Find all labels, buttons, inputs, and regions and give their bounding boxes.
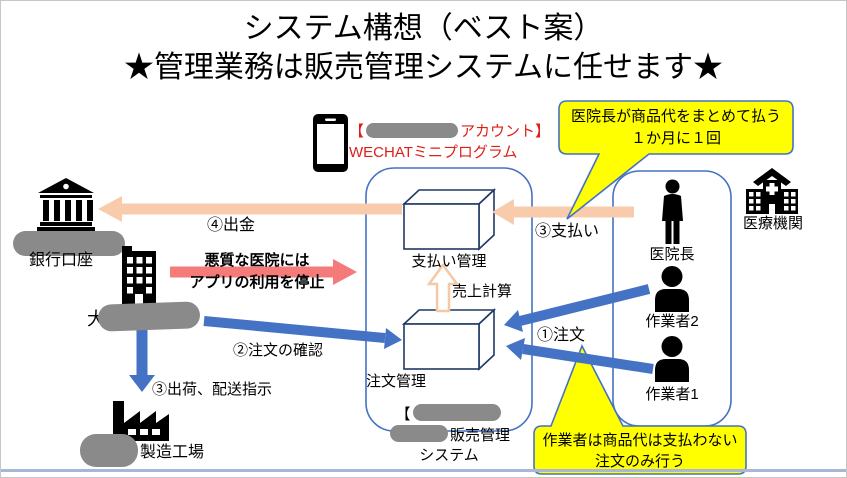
person-bust-icon [655,336,689,382]
hospital-label: 医療機関 [742,215,803,232]
wechat-note-line1: 【 アカウント】 [349,121,550,142]
callout-top-line1: 医院長が商品代をまとめて払う [570,108,781,125]
callout-bottom-line1: 作業者は商品代は支払わない [542,432,738,449]
order-arrow-worker2 [504,284,651,332]
wechat-note: 【 アカウント】 WECHATミニプログラム [349,121,550,163]
order-confirm-label: ②注文の確認 [233,342,324,359]
title-line2: ★管理業務は販売管理システムに任せます★ [123,51,724,84]
worker2-label: 作業者2 [645,313,699,330]
bank-icon [37,178,95,232]
redaction-scribble-bank [13,231,125,256]
redaction-scribble-wechat [366,123,459,138]
callout-top-line2: １か月に１回 [630,130,721,147]
title-line1: システム構想（ベスト案） [243,12,604,45]
order-box-label: 注文管理 [366,373,427,390]
ban-arrow [170,259,357,285]
wechat-note-suffix: アカウント】 [460,123,551,140]
redaction-scribble-factory [80,434,138,467]
factory-label: 製造工場 [140,444,205,461]
ban-label: 悪質な医院には アプリの利用を停止 [177,250,337,294]
system-footer-prefix: 【 [395,406,411,423]
order-confirm-arrow [203,316,402,349]
sales-calc-label: 売上計算 [452,283,513,300]
callout-top-text: 医院長が商品代をまとめて払う １か月に１回 [559,106,793,150]
order-arrow-worker1 [506,338,654,374]
bank-label: 銀行口座 [29,252,94,269]
callout-bottom-line2: 注文のみ行う [594,453,685,470]
worker1-label: 作業者1 [645,386,699,403]
sales-calc-arrow [426,262,460,313]
person-bust-icon [655,266,689,312]
system-footer-suffix: 販売管理 [449,427,510,444]
factory-icon [113,401,169,441]
ship-arrow [129,324,155,392]
order-box-3d [401,308,497,371]
ship-label: ③出荷、配送指示 [152,381,273,398]
system-footer: 【 販売管理 システム [366,404,532,466]
redaction-scribble-footer2 [389,425,448,442]
order-label: ①注文 [537,327,586,344]
system-footer-line3: システム [419,447,479,464]
payment-box-3d [401,188,497,251]
slide-bottom-border [1,469,846,472]
callout-top-bubble [558,100,794,220]
hospital-icon [746,168,798,214]
smartphone-icon [313,114,348,172]
system-footer-line1: 【 [366,404,532,425]
director-label: 医院長 [649,246,695,263]
redaction-scribble-wholesaler [97,301,201,332]
system-footer-line2: 販売管理 [366,425,532,446]
callout-bottom-text: 作業者は商品代は支払わない 注文のみ行う [534,430,746,472]
wechat-note-prefix: 【 [349,123,365,140]
pay-label: ③支払い [535,223,600,240]
page-title: システム構想（ベスト案） ★管理業務は販売管理システムに任せます★ [1,9,846,87]
withdraw-label: ④出金 [207,217,256,234]
ban-label-line2: アプリの利用を停止 [189,274,325,291]
callout-bottom-bubble [533,344,747,475]
payment-box-label: 支払い管理 [411,253,487,270]
wechat-note-line2: WECHATミニプログラム [349,144,518,161]
office-building-icon [122,246,156,304]
withdraw-arrow [98,196,402,222]
ban-label-line1: 悪質な医院には [204,252,310,269]
redaction-scribble-footer1 [412,404,501,421]
person-standing-icon [662,179,683,244]
